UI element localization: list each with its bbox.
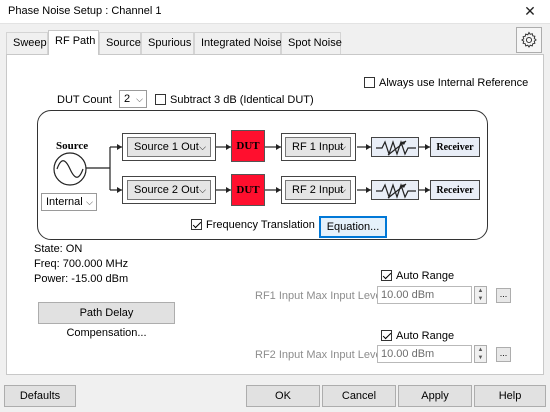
rf2-max-level-field[interactable]: 10.00 dBm xyxy=(377,345,472,363)
rf1-max-level-label: RF1 Input Max Input Level xyxy=(255,290,385,302)
receiver-2-label: Receiver xyxy=(436,184,474,196)
rf-2-input-frame xyxy=(281,176,356,204)
rf1-more-button[interactable]: ... xyxy=(496,288,511,303)
always-internal-ref-checkbox[interactable]: Always use Internal Reference xyxy=(364,77,528,89)
rf2-max-level-spinner[interactable]: ▲▼ xyxy=(474,345,487,363)
rf-1-input-value: RF 1 Input xyxy=(292,141,344,153)
dut-count-value: 2 xyxy=(124,93,131,105)
receiver-2-block: Receiver xyxy=(430,180,480,200)
rf-2-input-value: RF 2 Input xyxy=(292,184,344,196)
rf1-auto-range-label: Auto Range xyxy=(396,270,455,282)
cancel-button[interactable]: Cancel xyxy=(322,385,396,407)
gear-icon xyxy=(521,31,537,48)
close-icon[interactable]: ✕ xyxy=(524,3,536,19)
tab-label: Spurious xyxy=(148,37,192,49)
tab-label: Sweep xyxy=(13,37,47,49)
rf2-max-level-value: 10.00 dBm xyxy=(381,348,435,360)
tab-source[interactable]: Source xyxy=(99,32,141,54)
source-1-out-frame xyxy=(122,133,216,161)
rf2-auto-range-label: Auto Range xyxy=(396,330,455,342)
tab-label: Integrated Noise xyxy=(201,37,282,49)
help-button[interactable]: Help xyxy=(474,385,546,407)
checkbox-box[interactable] xyxy=(381,270,392,281)
tab-integrated-noise[interactable]: Integrated Noise xyxy=(194,32,282,54)
dut-count-label: DUT Count xyxy=(57,94,112,106)
receiver-1-label: Receiver xyxy=(436,141,474,153)
dut-1-block: DUT xyxy=(231,130,265,162)
path-delay-compensation-button[interactable]: Path Delay Compensation... xyxy=(38,302,175,339)
attenuator-icon xyxy=(376,140,416,156)
tab-spot-noise[interactable]: Spot Noise xyxy=(281,32,342,54)
checkbox-box[interactable] xyxy=(381,330,392,341)
frequency-translation-label: Frequency Translation xyxy=(206,219,315,231)
rf1-max-level-value: 10.00 dBm xyxy=(381,289,435,301)
source-select-value: Internal xyxy=(46,196,83,208)
attenuator-2-block[interactable] xyxy=(371,180,419,200)
tab-spurious[interactable]: Spurious xyxy=(141,32,194,54)
tab-label: Spot Noise xyxy=(288,37,342,49)
title-bar: Phase Noise Setup : Channel 1 ✕ xyxy=(0,0,550,24)
rf-1-input-frame xyxy=(281,133,356,161)
tab-sweep[interactable]: Sweep xyxy=(6,32,48,54)
subtract-3db-label: Subtract 3 dB (Identical DUT) xyxy=(170,94,314,106)
chevron-down-icon: ⌵ xyxy=(199,142,206,152)
rf2-auto-range-checkbox[interactable]: Auto Range xyxy=(381,330,454,342)
rf1-auto-range-checkbox[interactable]: Auto Range xyxy=(381,270,454,282)
chevron-down-icon: ⌵ xyxy=(136,94,143,104)
settings-button[interactable] xyxy=(516,27,542,53)
chevron-down-icon: ⌵ xyxy=(339,185,346,195)
ok-button[interactable]: OK xyxy=(246,385,320,407)
rf2-max-level-label: RF2 Input Max Input Level xyxy=(255,349,385,361)
chevron-down-icon: ⌵ xyxy=(86,197,93,207)
dut-count-select[interactable]: 2⌵ xyxy=(119,90,147,108)
source-label: Source xyxy=(56,140,89,152)
tab-rf-path[interactable]: RF Path xyxy=(48,30,99,55)
frequency-translation-checkbox[interactable]: Frequency Translation xyxy=(191,219,315,231)
attenuator-icon xyxy=(376,183,416,199)
chevron-down-icon: ⌵ xyxy=(339,142,346,152)
checkbox-box[interactable] xyxy=(364,77,375,88)
state-text: State: ON xyxy=(34,243,83,255)
tab-label: Source xyxy=(106,37,141,49)
dut-2-label: DUT xyxy=(236,184,260,196)
source-2-out-select[interactable]: Source 2 Out⌵ xyxy=(127,180,211,200)
source-2-out-value: Source 2 Out xyxy=(134,184,199,196)
tab-label: RF Path xyxy=(55,35,96,47)
receiver-1-block: Receiver xyxy=(430,137,480,157)
source-1-out-value: Source 1 Out xyxy=(134,141,199,153)
source-1-out-select[interactable]: Source 1 Out⌵ xyxy=(127,137,211,157)
rf1-max-level-spinner[interactable]: ▲▼ xyxy=(474,286,487,304)
dut-1-label: DUT xyxy=(236,140,260,152)
rf1-max-level-field[interactable]: 10.00 dBm xyxy=(377,286,472,304)
rf-1-input-select[interactable]: RF 1 Input⌵ xyxy=(285,137,351,157)
defaults-button[interactable]: Defaults xyxy=(4,385,76,407)
checkbox-box[interactable] xyxy=(155,94,166,105)
always-internal-ref-label: Always use Internal Reference xyxy=(379,77,529,89)
window-title: Phase Noise Setup : Channel 1 xyxy=(8,5,162,17)
dut-2-block: DUT xyxy=(231,174,265,206)
source-2-out-frame xyxy=(122,176,216,204)
power-text: Power: -15.00 dBm xyxy=(34,273,129,285)
rf-2-input-select[interactable]: RF 2 Input⌵ xyxy=(285,180,351,200)
freq-text: Freq: 700.000 MHz xyxy=(34,258,129,270)
checkbox-box[interactable] xyxy=(191,219,202,230)
subtract-3db-checkbox[interactable]: Subtract 3 dB (Identical DUT) xyxy=(155,94,314,106)
apply-button[interactable]: Apply xyxy=(398,385,472,407)
button-bar: Defaults OK Cancel Apply Help xyxy=(0,380,550,412)
rf2-more-button[interactable]: ... xyxy=(496,347,511,362)
chevron-down-icon: ⌵ xyxy=(199,185,206,195)
equation-button[interactable]: Equation... xyxy=(319,216,387,238)
source-select[interactable]: Internal⌵ xyxy=(41,193,97,211)
attenuator-1-block[interactable] xyxy=(371,137,419,157)
